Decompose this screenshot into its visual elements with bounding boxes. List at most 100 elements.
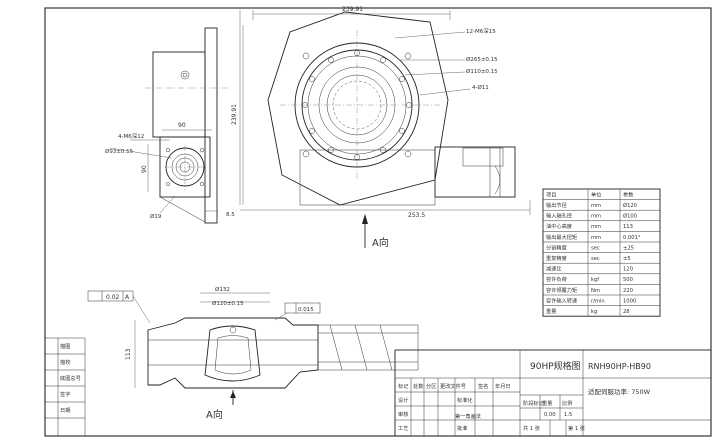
spec-cell: 500 <box>623 277 633 283</box>
tol-0015: 0.015 <box>298 307 314 313</box>
spec-cell: ±5 <box>623 256 631 262</box>
front-view: 239.91 239.91 12-M6深15 Ø265±0.15 Ø110±0.… <box>231 6 531 249</box>
spec-cell: 油中心高度 <box>546 222 572 230</box>
title-block: 90HP规格图 RNH90HP-HB90 适配伺服功率: 750W 标记 处数 … <box>394 349 712 437</box>
spec-cell: mm <box>591 224 601 230</box>
strip-label-2: 描校 <box>60 358 70 366</box>
spec-cell: r/min <box>591 298 605 304</box>
bolt-hole <box>309 128 315 134</box>
dim-253: 253.5 <box>408 212 425 219</box>
tb-design: 设计 <box>398 396 408 404</box>
tb-sign: 签名 <box>478 382 488 390</box>
spec-cell: sec <box>591 256 600 262</box>
strip-label-4: 签字 <box>60 390 70 398</box>
tb-approve: 批准 <box>457 424 467 432</box>
spec-cell: 28 <box>623 309 630 315</box>
spec-cell: 重量 <box>546 307 556 315</box>
dim-phi120: Ø120±0.15 <box>212 300 244 307</box>
tb-date: 年月日 <box>495 382 511 390</box>
bottom-view: 0.02 A Ø132 Ø120±0.15 113 0.015 A向 <box>87 286 419 421</box>
spec-cell: 120 <box>623 267 633 273</box>
tb-process: 工艺 <box>398 425 408 432</box>
spec-cell: 输入轴孔径 <box>546 212 572 220</box>
dim-phi110: Ø110±0.15 <box>466 68 498 75</box>
tb-count: 处数 <box>413 382 424 390</box>
strip-label-3: 底图总号 <box>60 374 81 382</box>
bolt-hole <box>328 57 334 63</box>
view-label-bottom: A向 <box>206 408 223 421</box>
tb-weight-val: 0.00 <box>544 412 556 418</box>
dim-239-top: 239.91 <box>342 6 363 13</box>
spec-cell: mm <box>591 214 601 220</box>
bolt-hole <box>302 102 308 108</box>
tb-weight: 重量 <box>542 399 552 407</box>
spec-cell: 减速比 <box>546 265 562 273</box>
drawing-title: 90HP规格图 <box>530 360 581 372</box>
bolt-holes <box>302 50 412 160</box>
spec-cell: 重复精度 <box>546 254 567 262</box>
dim-phi132: Ø132 <box>215 286 230 293</box>
tb-view-symbol: 第一角画法 <box>455 412 481 420</box>
tol-datum: A <box>125 294 130 301</box>
strip-label-5: 日期 <box>60 407 70 414</box>
spec-cell: 容许负荷 <box>546 275 567 283</box>
spec-header-cell: 项目 <box>546 191 556 198</box>
spec-cell: Ø100 <box>623 213 637 220</box>
view-label-top: A向 <box>372 236 389 249</box>
dim-phi265: Ø265±0.15 <box>466 56 498 63</box>
bolt-hole <box>354 50 360 56</box>
spec-header-cell: 单位 <box>591 190 601 198</box>
bolt-hole <box>380 57 386 63</box>
tb-std: 标准化 <box>457 396 473 404</box>
bolt-hole <box>399 76 405 82</box>
bolt-hole <box>406 102 412 108</box>
tol-002: 0.02 <box>106 294 120 301</box>
spec-cell: 分割精度 <box>546 243 567 251</box>
dim-90-top: 90 <box>178 122 186 129</box>
tb-sheet-no: 第 1 张 <box>568 424 586 432</box>
dim-phi93: Ø93±0.15 <box>105 148 134 155</box>
dim-4-m6: 4-M6深12 <box>118 132 144 140</box>
spec-cell: mm <box>591 203 601 209</box>
side-view: 90 4-M6深12 Ø93±0.15 90 Ø19 8.5 <box>105 10 241 224</box>
bolt-hole <box>328 147 334 153</box>
bolt-hole <box>380 147 386 153</box>
motor-note: 适配伺服功率: 750W <box>588 387 651 396</box>
tb-sheet-total: 共 1 张 <box>523 424 541 432</box>
bolt-hole <box>309 76 315 82</box>
tb-scale: 比例 <box>562 399 572 407</box>
spec-cell: 输出最大扭矩 <box>546 233 577 241</box>
spec-cell: mm <box>591 235 601 241</box>
spec-cell: sec <box>591 245 600 251</box>
tb-scale-val: 1:5 <box>564 412 572 418</box>
model-number: RNH90HP-HB90 <box>588 362 651 371</box>
left-strip: 描图 描校 底图总号 签字 日期 <box>45 337 86 436</box>
spec-cell: 容许输入转速 <box>546 296 577 304</box>
tb-check: 审核 <box>398 410 408 418</box>
spec-cell: 输出节径 <box>546 201 567 209</box>
dim-12-m6: 12-M6深15 <box>466 27 496 35</box>
tb-stage-mark: 阶段标记 <box>523 399 544 407</box>
tb-mark: 标记 <box>398 382 408 390</box>
dim-239-left: 239.91 <box>231 104 238 125</box>
dim-113: 113 <box>125 348 132 360</box>
spec-cell: 113 <box>623 224 633 230</box>
spec-cell: 容许倾覆力矩 <box>546 286 577 294</box>
spec-cell: 1000 <box>623 298 636 304</box>
spec-header-cell: 参数 <box>623 190 634 198</box>
dim-8-5: 8.5 <box>226 212 235 218</box>
spec-cell: Ø120 <box>623 202 637 209</box>
sheet-border <box>44 7 712 437</box>
spec-cell: 0.001° <box>623 235 641 241</box>
spec-cell: 220 <box>623 288 633 294</box>
dim-90-side: 90 <box>141 165 148 173</box>
dim-phi19: Ø19 <box>150 213 162 220</box>
dim-4-phi11: 4-Ø11 <box>472 84 489 91</box>
spec-cell: kgf <box>591 277 599 283</box>
spec-cell: Nm <box>591 288 600 294</box>
strip-label-1: 描图 <box>60 342 70 350</box>
bolt-hole <box>354 154 360 160</box>
bolt-hole <box>399 128 405 134</box>
